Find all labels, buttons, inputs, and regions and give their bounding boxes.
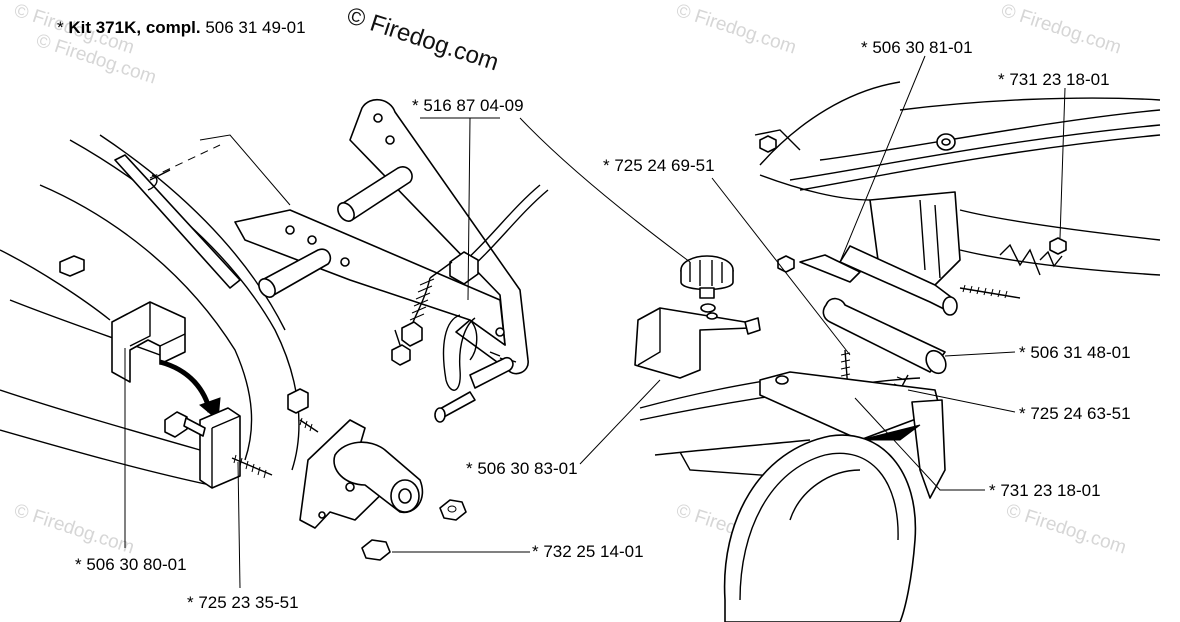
kit-number: 506 31 49-01	[200, 18, 306, 37]
kit-prefix: *	[57, 18, 69, 37]
pivot-bracket	[299, 419, 424, 529]
callout-732-25-14-01: * 732 25 14-01	[532, 542, 644, 561]
mower-deck	[639, 371, 946, 499]
callout-506-30-83-01: * 506 30 83-01	[466, 459, 578, 478]
tractor-frame-right	[754, 81, 1161, 316]
knob-725-24-69-51	[680, 255, 734, 313]
callout-516-87-04-09: * 516 87 04-09	[412, 96, 524, 115]
clamp-block	[164, 407, 241, 489]
callout-506-31-48-01: * 506 31 48-01	[1019, 343, 1131, 362]
u-bracket-506-30-80-01	[111, 301, 186, 383]
bracket-506-30-83-01	[634, 307, 761, 379]
callout-731-23-18-01-bottom: * 731 23 18-01	[989, 481, 1101, 500]
leader-lines	[124, 55, 1066, 589]
callout-731-23-18-01-top: * 731 23 18-01	[998, 70, 1110, 89]
bracket-plate-516-87-04-09	[234, 99, 549, 423]
wheel	[723, 434, 917, 622]
callout-506-30-80-01: * 506 30 80-01	[75, 555, 187, 574]
callout-506-30-81-01: * 506 30 81-01	[861, 38, 973, 57]
kit-title: * Kit 371K, compl. 506 31 49-01	[57, 18, 306, 38]
callout-725-23-35-51: * 725 23 35-51	[187, 593, 299, 612]
kit-name: Kit 371K, compl.	[68, 18, 201, 37]
nut-732-25-14-01	[361, 499, 467, 561]
callout-725-24-69-51: * 725 24 69-51	[603, 156, 715, 175]
screw-725-23-35-51	[231, 454, 273, 479]
axle-tube-506-31-48-01	[822, 297, 947, 375]
tractor-body-left	[0, 134, 300, 486]
callout-725-24-63-51: * 725 24 63-51	[1019, 404, 1131, 423]
screw-rail	[287, 388, 319, 433]
